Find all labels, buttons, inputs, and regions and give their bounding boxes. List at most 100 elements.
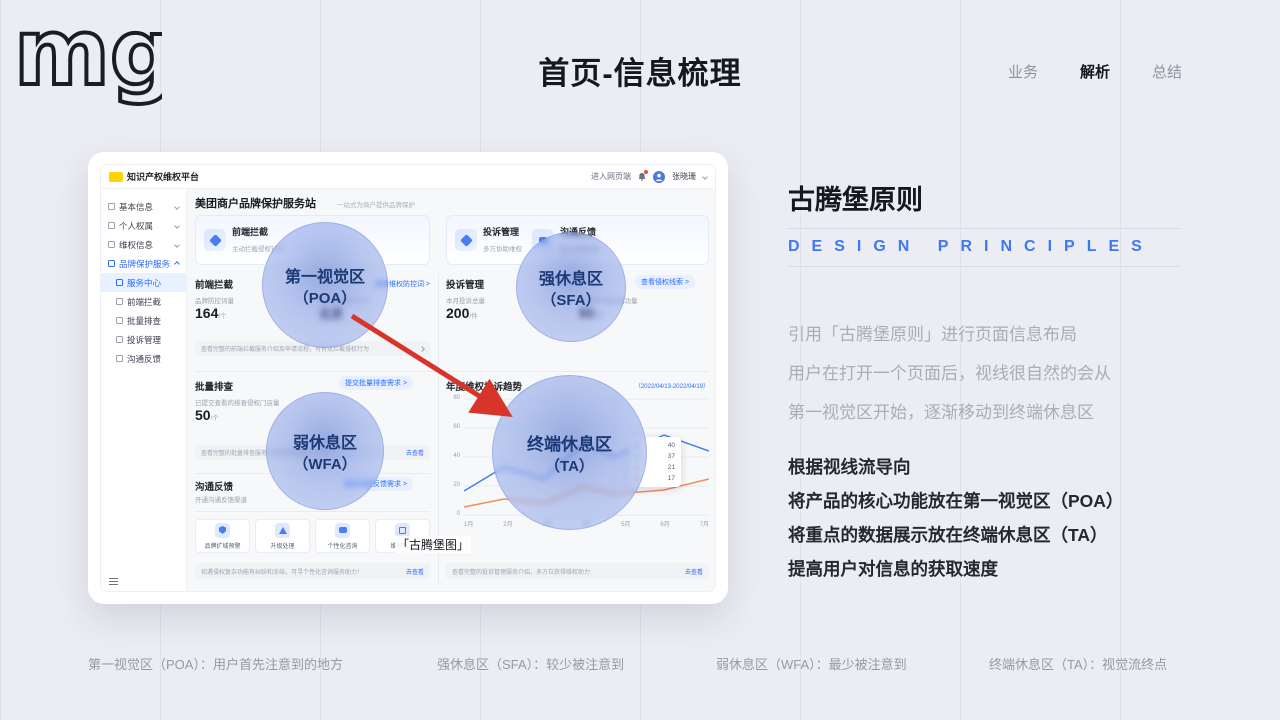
stat-unit: /件 (469, 313, 478, 320)
sidebar-item-personal-rights[interactable]: 个人权属 (101, 216, 186, 235)
left-bottom-notice[interactable]: 如遇侵权复杂功能有纠纷和冻结，可寻个性化咨询服务助力！ 去查看 (195, 563, 430, 579)
stat-batch-stores: 已提交查看的排查侵权门店量 50/个 (195, 397, 280, 425)
frontend-link[interactable]: 查看维权防控词 > (374, 281, 430, 288)
sidebar-item-label: 投诉管理 (127, 334, 162, 345)
notebook-icon (395, 522, 410, 538)
complaint-clues-button[interactable]: 查看侵权线索 > (635, 275, 696, 289)
menu-icon (108, 222, 115, 229)
feedback-desc: 开通沟通反馈渠道 (195, 497, 247, 504)
stat-unit: /个 (210, 415, 219, 422)
enter-web-link[interactable]: 进入网页端 (591, 172, 631, 181)
zone-subtitle: （POA） (293, 289, 357, 307)
sidebar-collapse-button[interactable] (109, 578, 118, 585)
overlay-zone-wfa: 弱休息区 （WFA） (266, 392, 384, 510)
tab-summary[interactable]: 总结 (1151, 64, 1182, 81)
intro-line: 用户在打开一个页面后，视线很自然的会从 (788, 364, 1111, 383)
sidebar-item-rights-info[interactable]: 维权信息 (101, 235, 186, 254)
sidebar-item-service-center[interactable]: 服务中心 (101, 273, 186, 292)
legend-wfa: 弱休息区（WFA）：最少被注意到 (716, 657, 907, 672)
sidebar-item-label: 批量排查 (127, 315, 162, 326)
notice-text: 查看完整的投诉管理服务介绍，多方位获得维权助力 (452, 569, 591, 576)
sidebar-item-batch-check[interactable]: 批量排查 (101, 311, 186, 330)
quick-card-brand-alert[interactable]: 品牌扩域预警 (195, 519, 250, 553)
go-view-link[interactable]: 去查看 (405, 451, 424, 457)
promo-title: 前端拦截 (232, 226, 269, 237)
brand-logo: mg (10, 0, 178, 113)
zone-title: 弱休息区 (292, 434, 357, 452)
stat-value: 50 (195, 407, 211, 423)
sidebar-item-label: 服务中心 (127, 277, 162, 288)
tab-analysis[interactable]: 解析 (1079, 64, 1110, 81)
legend-ta: 终端休息区（TA）：视觉流终点 (989, 657, 1168, 672)
sidebar-item-feedback[interactable]: 沟通反馈 (101, 349, 186, 368)
row-divider (195, 511, 430, 512)
notice-text: 查看完整的批量排查服务介绍及申请流程 (201, 451, 310, 457)
notification-dot (644, 170, 648, 174)
principle-intro: 引用「古腾堡原则」进行页面信息布局 用户在打开一个页面后，视线很自然的会从 第一… (788, 315, 1111, 432)
legend-sfa: 强休息区（SFA）：较少被注意到 (437, 657, 625, 672)
zone-title: 强休息区 (538, 270, 603, 288)
notice-text: 如遇侵权复杂功能有纠纷和冻结，可寻个性化咨询服务助力！ (201, 569, 364, 576)
topbar-right: 进入网页端 张晓珊 (591, 170, 708, 183)
page-title: 首页-信息梳理 (538, 56, 742, 91)
dashboard-brand-name: 知识产权维权平台 (127, 172, 200, 182)
promo-title: 投诉管理 (483, 226, 520, 237)
notification-bell[interactable] (638, 170, 648, 181)
point-line: 根据视线流导向 (788, 457, 911, 477)
zone-subtitle: （TA） (545, 457, 594, 475)
brand-logo-text: mg (14, 8, 162, 106)
go-view-link[interactable]: 去查看 (684, 569, 703, 576)
chart-date-range[interactable]: （2022/04/13-2022/04/19） (634, 384, 709, 390)
chart-title: 年度维权投诉趋势 (446, 382, 523, 393)
user-name[interactable]: 张晓珊 (672, 172, 696, 181)
overlay-zone-sfa: 强休息区 （SFA） (516, 232, 626, 342)
chevron-right-icon (419, 345, 425, 352)
go-view-link[interactable]: 去查看 (405, 569, 424, 576)
batch-request-button[interactable]: 提交批量排查需求 > (339, 376, 414, 390)
point-line: 提高用户对信息的获取速度 (788, 559, 998, 579)
content-page-subtitle: 一站式为商户提供品牌保护 (337, 202, 415, 209)
stat-value: 200 (446, 305, 470, 321)
hamburger-icon (109, 578, 118, 585)
divider-line (788, 228, 1180, 229)
quick-card-upgrade[interactable]: 升级处理 (255, 519, 310, 553)
quick-card-consult[interactable]: 个性化咨询 (315, 519, 370, 553)
chevron-down-icon (174, 203, 180, 210)
dashboard-sidebar: 基本信息 个人权属 维权信息 品牌保护服务站 (101, 189, 187, 591)
chevron-down-icon (174, 222, 180, 229)
cube-icon (455, 229, 477, 251)
stat-brand-words: 品牌防控词量 164/个 (195, 295, 234, 323)
right-bottom-notice[interactable]: 查看完整的投诉管理服务介绍，多方位获得维权助力 去查看 (446, 563, 709, 579)
promo-desc: 主动拦截侵权行为 (232, 245, 284, 253)
sidebar-item-basic-info[interactable]: 基本信息 (101, 197, 186, 216)
dashboard-app: 知识产权维权平台 进入网页端 (100, 164, 716, 592)
menu-icon (116, 298, 123, 305)
sidebar-item-label: 沟通反馈 (127, 353, 162, 364)
principle-subheading: DESIGN PRINCIPLES (788, 238, 1154, 255)
chat-icon (335, 522, 350, 538)
dashboard-topbar: 知识产权维权平台 进入网页端 (101, 165, 715, 189)
menu-icon (108, 203, 115, 210)
user-avatar[interactable] (653, 170, 665, 183)
sidebar-item-complaint-mgmt[interactable]: 投诉管理 (101, 330, 186, 349)
column-divider (438, 273, 439, 585)
stat-label: 品牌防控词量 (195, 298, 234, 305)
sidebar-item-frontend-block[interactable]: 前端拦截 (101, 292, 186, 311)
sidebar-item-label: 品牌保护服务站 (119, 258, 171, 269)
menu-icon (116, 279, 123, 286)
menu-icon (116, 317, 123, 324)
quick-card-label: 升级处理 (270, 543, 295, 550)
legend-poa: 第一视觉区（POA）：用户首先注意到的地方 (88, 657, 343, 672)
zone-subtitle: （WFA） (293, 455, 357, 473)
point-line: 将重点的数据展示放在终端休息区（TA） (788, 525, 1108, 545)
section-title-feedback: 沟通反馈 (195, 482, 234, 493)
chevron-down-icon (702, 173, 708, 180)
tab-business[interactable]: 业务 (1007, 64, 1038, 81)
principle-points: 根据视线流导向 将产品的核心功能放在第一视觉区（POA） 将重点的数据展示放在终… (788, 450, 1123, 586)
section-title-frontend: 前端拦截 (195, 280, 234, 291)
sidebar-item-brand-protection[interactable]: 品牌保护服务站 (101, 254, 186, 273)
stat-unit: /个 (218, 313, 227, 320)
promo-card-complaint[interactable]: 投诉管理 多方协助维权 (455, 225, 522, 256)
gutenberg-diagram-caption: 「古腾堡图」 (395, 536, 472, 553)
sidebar-item-label: 维权信息 (119, 239, 154, 250)
